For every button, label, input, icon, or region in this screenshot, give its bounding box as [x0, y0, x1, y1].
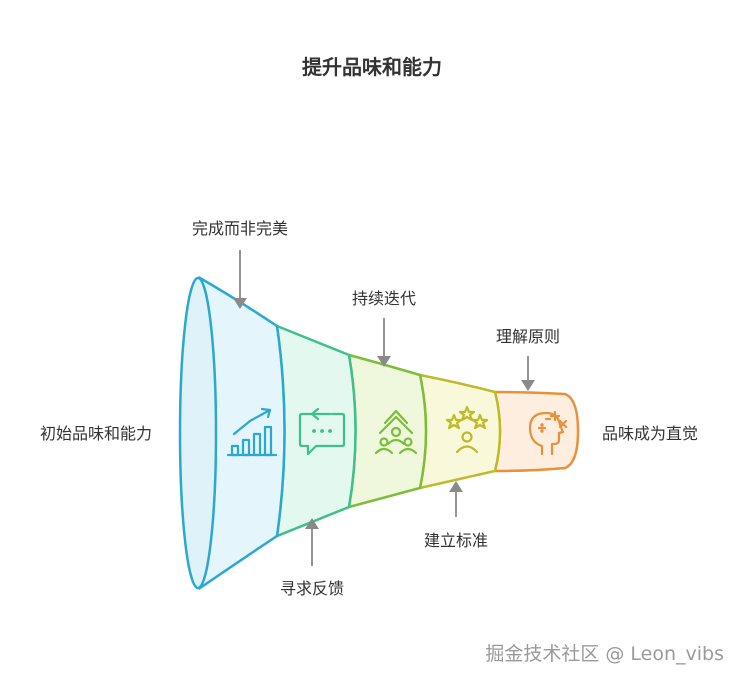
stage-arrow-4	[449, 481, 463, 517]
stage-label-4: 建立标准	[424, 531, 488, 550]
head-math-symbols-icon	[528, 410, 568, 456]
funnel-segment-3	[347, 353, 428, 509]
funnel-segment-1	[178, 275, 286, 591]
chat-bubble-refresh-icon	[298, 407, 346, 456]
stage-label-1: 完成而非完美	[192, 219, 288, 238]
stage-label-2: 寻求反馈	[280, 579, 344, 598]
end-label: 品味成为直觉	[602, 424, 698, 443]
start-label: 初始品味和能力	[40, 424, 152, 443]
watermark: 掘金技术社区 @ Leon_vibs	[485, 643, 724, 665]
stage-arrow-2	[305, 518, 319, 566]
diagram-title: 提升品味和能力	[302, 55, 442, 79]
stage-label-5: 理解原则	[496, 327, 560, 346]
people-growth-tree-icon	[374, 409, 418, 455]
funnel-segment-5	[493, 390, 580, 473]
funnel-segment-4	[418, 373, 502, 490]
stage-arrow-5	[521, 356, 535, 391]
stage-arrow-1	[233, 250, 247, 309]
stage-arrow-3	[377, 318, 391, 367]
person-stars-icon	[445, 405, 489, 454]
funnel-mouth	[178, 276, 218, 590]
rising-bar-chart-icon	[226, 407, 278, 457]
stage-label-3: 持续迭代	[352, 289, 416, 308]
